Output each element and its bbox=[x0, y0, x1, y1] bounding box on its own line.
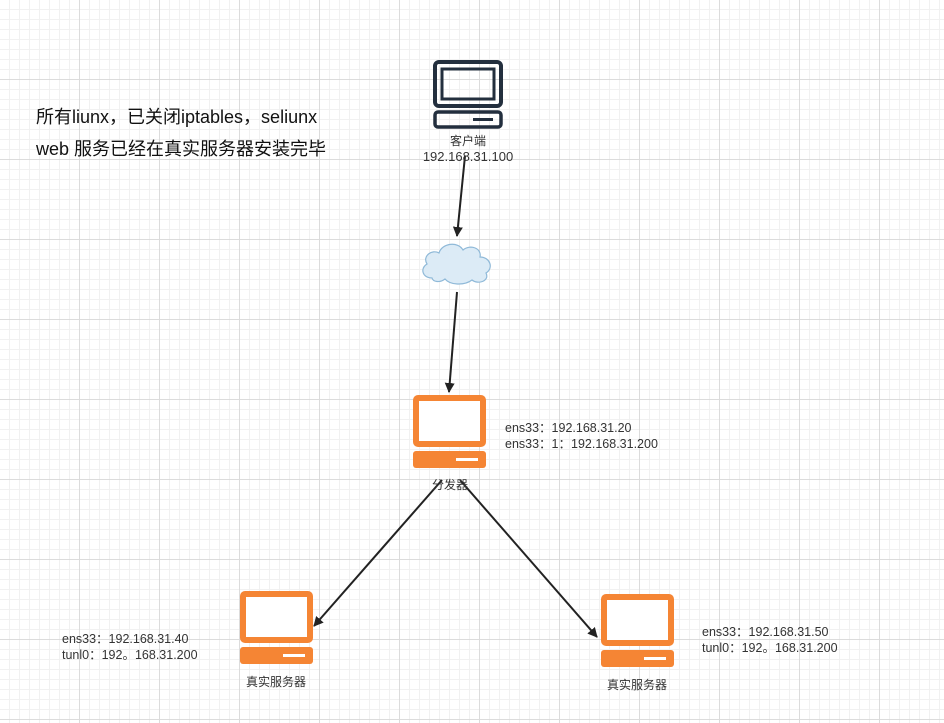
client-name: 客户端 bbox=[449, 134, 486, 148]
real-server-2-addresses: ens33：192.168.31.50 tunl0：192。168.31.200 bbox=[702, 624, 838, 656]
real-server-2-addr-1: ens33：192.168.31.50 bbox=[702, 625, 829, 639]
director-addr-2: ens33：1：192.168.31.200 bbox=[505, 437, 658, 451]
real-server-1-node[interactable] bbox=[239, 590, 314, 665]
note-line-1: 所有liunx，已关闭iptables，seliunx bbox=[36, 107, 318, 127]
real-server-2-addr-2: tunl0：192。168.31.200 bbox=[702, 641, 838, 655]
edge-cloud-to-director bbox=[444, 291, 458, 393]
computer-icon bbox=[413, 395, 486, 468]
real-server-2-node[interactable] bbox=[600, 593, 675, 668]
edge-director-to-real-server-2 bbox=[459, 479, 598, 638]
real-server-1-addr-2: tunl0：192。168.31.200 bbox=[62, 648, 198, 662]
internet-cloud bbox=[418, 238, 496, 286]
director-node[interactable] bbox=[412, 394, 487, 469]
real-server-1-addr-1: ens33：192.168.31.40 bbox=[62, 632, 189, 646]
computer-icon bbox=[240, 591, 313, 664]
director-name: 分发器 bbox=[431, 478, 468, 492]
real-server-1-addresses: ens33：192.168.31.40 tunl0：192。168.31.200 bbox=[62, 631, 198, 663]
cloud-icon bbox=[422, 243, 491, 285]
edge-client-to-cloud bbox=[452, 155, 466, 237]
client-node[interactable] bbox=[433, 60, 503, 130]
real-server-1-name: 真实服务器 bbox=[245, 675, 306, 689]
note-line-2: web 服务已经在真实服务器安装完毕 bbox=[36, 139, 327, 159]
director-addresses: ens33：192.168.31.20 ens33：1：192.168.31.2… bbox=[505, 420, 658, 452]
client-ip: 192.168.31.100 bbox=[422, 149, 514, 164]
computer-icon bbox=[433, 60, 503, 129]
computer-icon bbox=[601, 594, 674, 667]
director-addr-1: ens33：192.168.31.20 bbox=[505, 421, 632, 435]
edge-director-to-real-server-1 bbox=[313, 479, 443, 627]
real-server-2-name: 真实服务器 bbox=[606, 678, 667, 692]
